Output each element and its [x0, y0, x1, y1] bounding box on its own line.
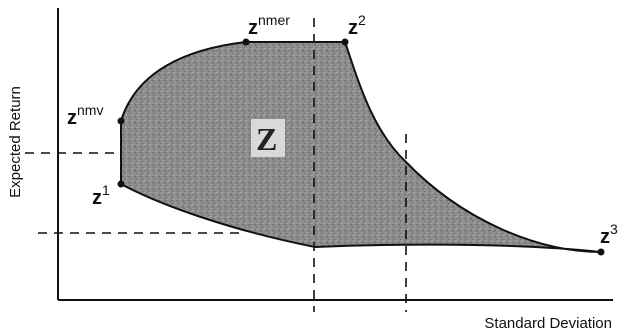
x-axis-title: Standard Deviation — [484, 315, 612, 332]
label-z-nmv: znmv — [67, 102, 103, 129]
point-z-nmv — [117, 117, 125, 125]
feasible-region — [120, 41, 602, 253]
point-z2 — [341, 38, 349, 46]
region-label: Z — [256, 121, 277, 157]
label-z1: z1 — [92, 182, 110, 209]
point-z1 — [117, 180, 125, 188]
point-z-nmer — [242, 38, 250, 46]
label-z3: z3 — [600, 221, 618, 248]
y-axis-title: Expected Return — [7, 86, 24, 198]
point-z3 — [597, 248, 605, 256]
label-z-nmer: znmer — [248, 12, 290, 39]
label-z2: z2 — [348, 12, 366, 39]
region-label-box — [251, 119, 285, 157]
